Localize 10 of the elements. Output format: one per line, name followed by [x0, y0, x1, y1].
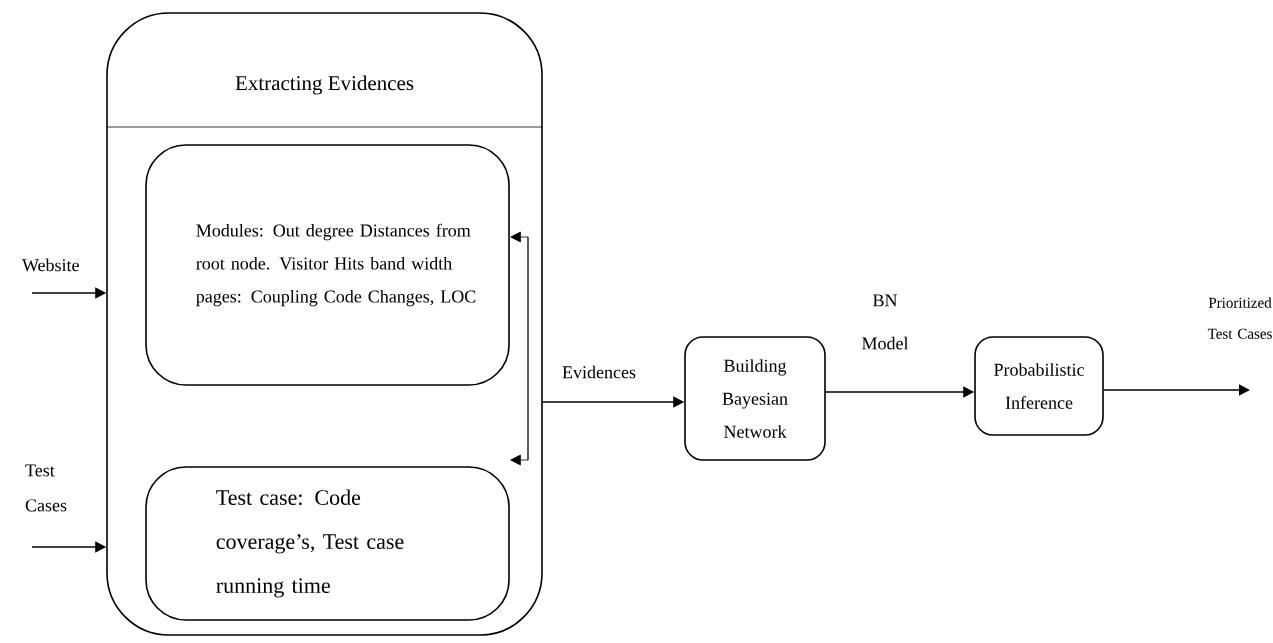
- input-label: Test Cases: [25, 464, 67, 512]
- rounded-box: Modules: Out degree Distances from root node. Visitor Hits band width pages: Coupling Code Changes, LOC: [145, 144, 510, 386]
- edge-label: BN Model: [862, 294, 909, 350]
- rounded-box: Test case: Code coverage’s, Test case running time: [145, 466, 510, 621]
- edge-label: Prioritized Test Cases: [1207, 297, 1272, 339]
- process-box: Probabilistic Inference: [974, 336, 1104, 436]
- arrow: [1103, 384, 1250, 396]
- input-label: Website: [22, 258, 79, 272]
- process-box: Building Bayesian Network: [684, 336, 826, 461]
- edge-label: Evidences: [562, 365, 636, 379]
